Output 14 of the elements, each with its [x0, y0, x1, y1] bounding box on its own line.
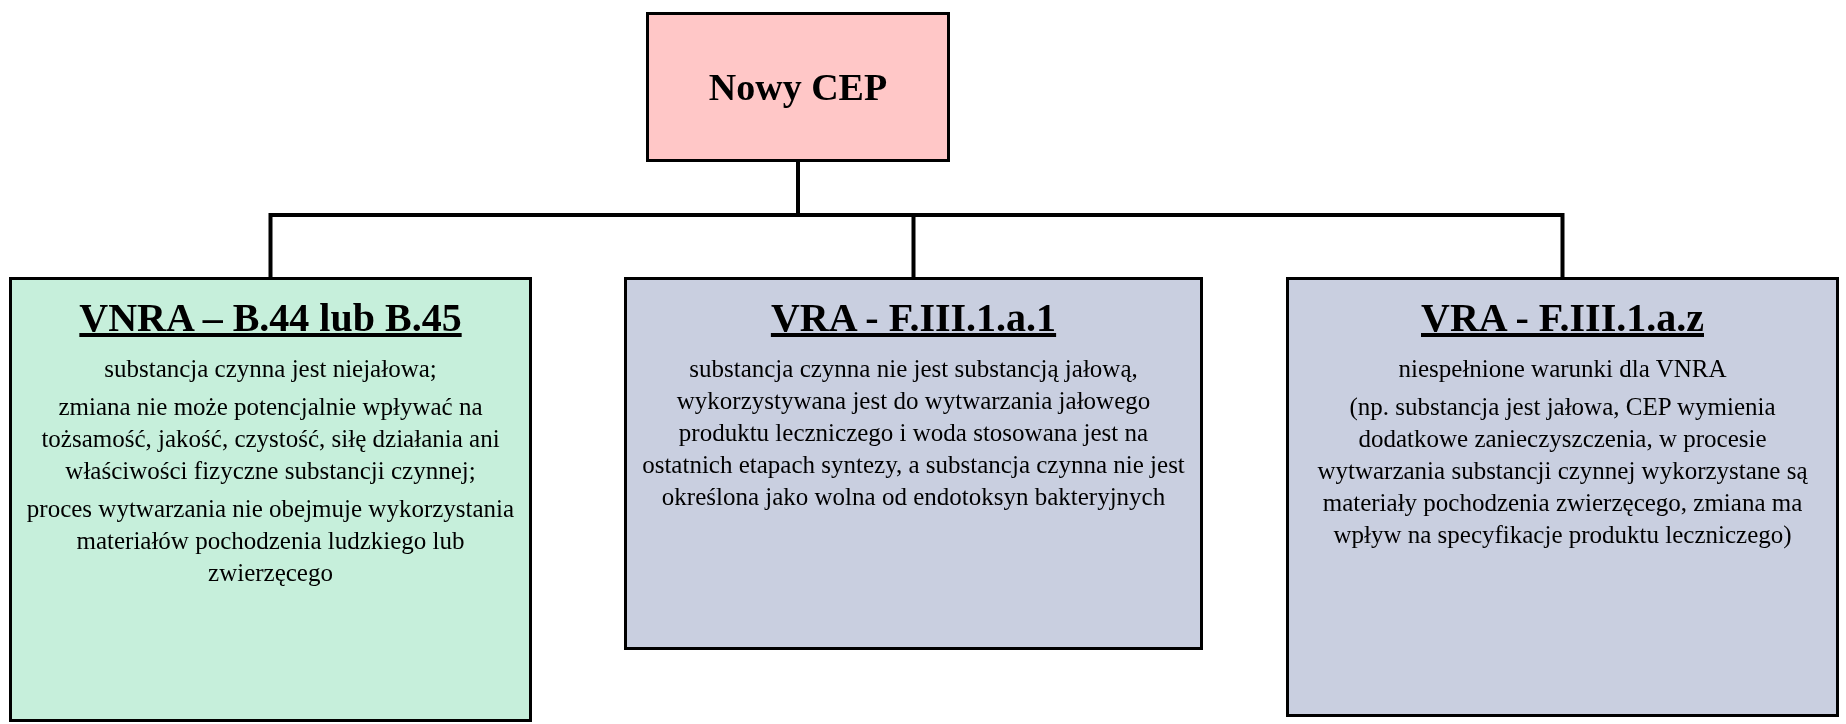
box-description: substancja czynna jest niejałowa; — [104, 354, 437, 384]
root-box — [646, 12, 950, 162]
box-description: substancja czynna nie jest substancją jałową, wykorzystywana jest do wytwarzania jałowego produktu leczniczego i woda stosowana jest na ostatnich etapach syntezy, a substancja czynna nie jest określona jako wolna od endotoksyn bakteryjnych — [641, 354, 1186, 512]
box-description: proces wytwarzania nie obejmuje wykorzystania materiałów pochodzenia ludzkiego lub zwierzęcego — [25, 494, 516, 588]
box-description: (np. substancja jest jałowa, CEP wymienia dodatkowe zanieczyszczenia, w procesie wytwarzania substancji czynnej wykorzystane są materiały pochodzenia zwierzęcego, zmiana ma wpływ na specyfikacje produktu leczniczego) — [1316, 392, 1809, 551]
box-heading: VRA - F.III.1.a.1 — [770, 294, 1057, 341]
box-heading: VRA - F.III.1.a.z — [1421, 294, 1704, 341]
box-description: niespełnione warunki dla VNRA — [1398, 354, 1727, 384]
category-box — [1286, 277, 1839, 717]
category-box — [9, 277, 532, 722]
box-description: zmiana nie może potencjalnie wpływać na tożsamość, jakość, czystość, siłę działania ani właściwości fizyczne substancji czynnej; — [40, 392, 501, 486]
box-title: Nowy CEP — [708, 65, 888, 109]
category-box — [624, 277, 1203, 650]
box-heading: VNRA – B.44 lub B.45 — [79, 294, 462, 341]
